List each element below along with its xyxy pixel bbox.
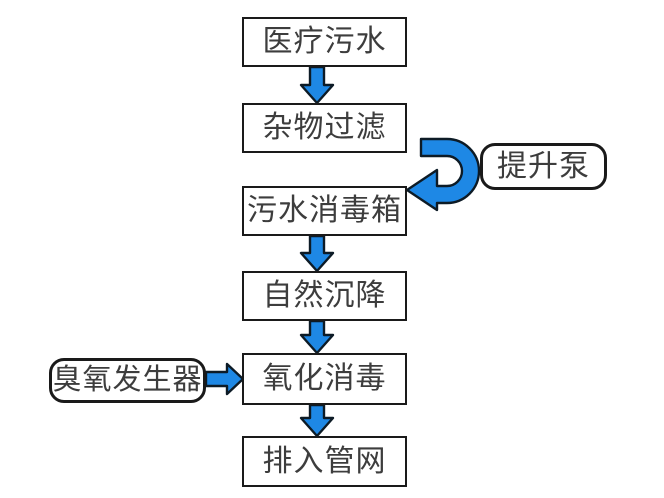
side-node-lift-pump: 提升泵 [480,143,607,190]
flow-step-discharge-to-pipe-network: 排入管网 [242,436,407,487]
flow-step-debris-filtering: 杂物过滤 [242,103,407,153]
u-turn-arrow [405,137,481,212]
flow-step-natural-settling: 自然沉降 [242,271,407,321]
flow-step-sewage-disinfection-tank: 污水消毒箱 [242,186,407,236]
down-arrow-1 [299,65,335,105]
down-arrow-2 [299,234,335,273]
side-node-ozone-generator: 臭氧发生器 [49,358,206,403]
right-arrow [204,362,245,396]
flow-step-medical-sewage: 医疗污水 [242,17,407,67]
down-arrow-4 [299,403,335,438]
flow-step-oxidation-disinfection: 氧化消毒 [242,353,407,405]
down-arrow-3 [299,319,335,355]
